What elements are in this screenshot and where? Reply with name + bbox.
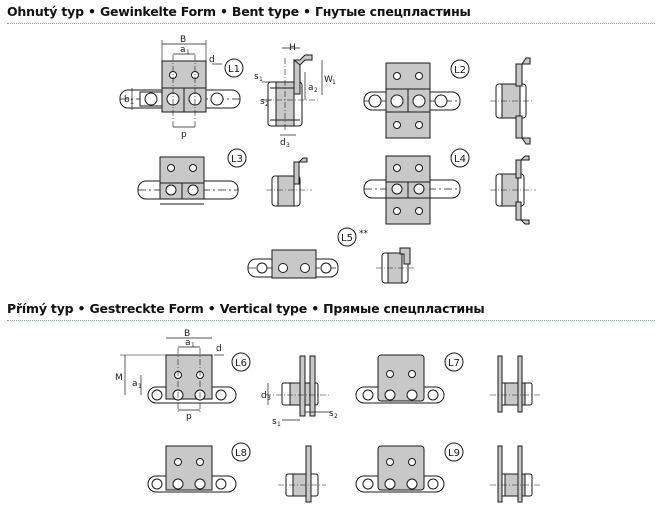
diagram-L8-front <box>147 442 251 493</box>
diagram-L2-front <box>363 59 470 139</box>
diagram-L7-front <box>355 352 464 404</box>
diagram-L8-side <box>278 445 326 503</box>
dim-b1-bent-sub: 1 <box>130 99 134 106</box>
dim-d3-vertical-sub: 3 <box>267 395 271 402</box>
diagram-L9-front <box>355 442 464 493</box>
dim-a2-bent-sub: 2 <box>314 87 318 94</box>
dim-a-vertical-sub: 1 <box>191 342 195 349</box>
label-L1: L1 <box>228 64 240 75</box>
dim-s2-bent: s <box>260 97 265 107</box>
diagram-L4-front <box>363 148 470 225</box>
label-L6: L6 <box>235 358 247 369</box>
dim-M-vertical: M <box>115 373 123 383</box>
dim-H-bent: H <box>289 43 296 53</box>
dim-s1-vertical-sub: 1 <box>277 421 281 428</box>
label-L9: L9 <box>448 448 460 459</box>
dim-a2-bent: a <box>308 83 314 93</box>
diagram-L9-side <box>490 445 540 503</box>
dim-W1-bent-sub: 1 <box>332 79 336 86</box>
label-L7: L7 <box>448 358 460 369</box>
dim-s1-bent: s <box>254 72 259 82</box>
diagram-L4-side <box>490 155 536 225</box>
dim-s2-vertical-sub: 2 <box>334 413 338 420</box>
dim-a1-bent-sub: 1 <box>186 49 190 56</box>
dim-a-vertical: a <box>185 338 191 348</box>
label-L4: L4 <box>454 154 466 165</box>
label-L3: L3 <box>231 154 243 165</box>
diagram-L6-side <box>265 355 330 421</box>
section-divider-bent <box>7 23 655 24</box>
dim-s2-vertical: s <box>329 409 334 419</box>
dim-p-vertical: p <box>186 412 192 422</box>
dim-s1-bent-sub: 1 <box>259 76 263 83</box>
label-L8: L8 <box>235 448 247 459</box>
section-heading-vertical: Přímý typ • Gestreckte Form • Vertical t… <box>7 301 485 316</box>
diagram-L7-side <box>490 355 540 413</box>
dim-s1-vertical: s <box>272 417 277 427</box>
dim-B-vertical: B <box>184 329 190 339</box>
diagram-L1-side <box>262 47 323 136</box>
dim-s2-bent-sub: 2 <box>265 101 269 108</box>
diagram-L5-side <box>376 247 414 284</box>
section-heading-bent: Ohnutý typ • Gewinkelte Form • Bent type… <box>7 4 471 19</box>
label-L5-note: ** <box>359 229 369 239</box>
dim-p-bent: p <box>181 130 187 140</box>
dim-W1-bent: W <box>324 75 333 85</box>
diagram-L3-front <box>137 148 247 205</box>
dim-b1-bent: b <box>124 95 130 105</box>
diagram-L6-front <box>120 337 251 412</box>
section-divider-vertical <box>7 320 655 321</box>
dim-d3-vertical: d <box>261 391 267 401</box>
diagram-L5-front <box>247 227 357 279</box>
dim-a1-vertical: a <box>132 379 138 389</box>
diagram-L2-side <box>490 57 534 145</box>
dim-d3-bent: d <box>280 138 286 148</box>
dim-a1-vertical-sub: 1 <box>138 383 142 390</box>
diagram-L3-side <box>266 157 312 207</box>
dim-d3-bent-sub: 3 <box>286 142 290 149</box>
label-L2: L2 <box>454 65 466 76</box>
dim-d-bent: d <box>209 55 215 65</box>
dim-B-bent: B <box>180 35 186 45</box>
label-L5: L5 <box>341 233 353 244</box>
dim-a1-bent: a <box>180 45 186 55</box>
diagram-L1-front <box>119 40 244 128</box>
dim-d-vertical: d <box>216 344 222 354</box>
